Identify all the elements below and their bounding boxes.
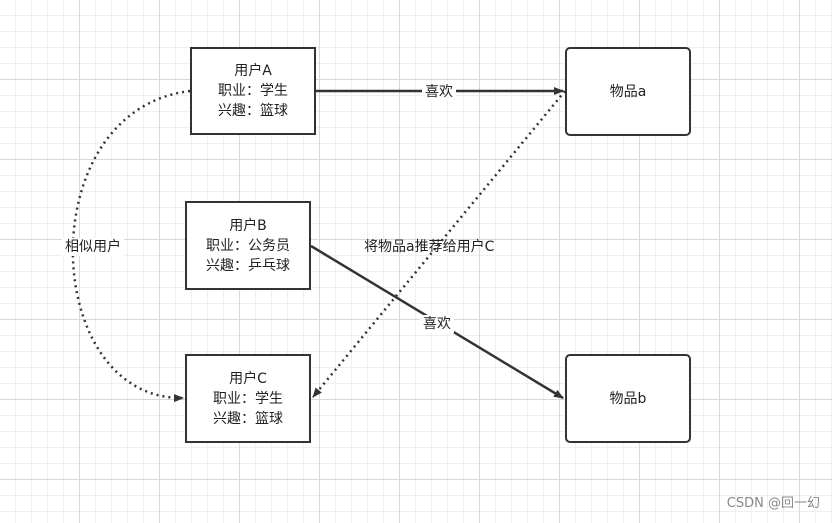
user-b-name: 用户B bbox=[229, 217, 267, 234]
edge-label-a-likes: 喜欢 bbox=[422, 83, 456, 101]
user-a-name: 用户A bbox=[234, 63, 272, 79]
item-b-name: 物品b bbox=[609, 390, 647, 407]
edge-similar-users bbox=[71, 89, 191, 403]
user-node-a[interactable]: 用户A 职业：学生 兴趣：篮球 bbox=[190, 47, 316, 135]
edge-label-recommend: 将物品a推荐给用户C bbox=[364, 239, 495, 255]
user-node-b[interactable]: 用户B 职业：公务员 兴趣：乒乓球 bbox=[185, 201, 311, 290]
watermark: CSDN @回一幻 bbox=[726, 496, 820, 511]
user-c-name: 用户C bbox=[229, 370, 267, 387]
edge-recommend bbox=[312, 90, 566, 398]
item-node-a[interactable]: 物品a bbox=[565, 47, 691, 136]
user-c-interest: 兴趣：篮球 bbox=[213, 410, 283, 427]
edge-label-similar-users: 相似用户 bbox=[62, 238, 124, 256]
item-node-b[interactable]: 物品b bbox=[565, 354, 691, 443]
user-a-interest: 兴趣：篮球 bbox=[218, 103, 288, 119]
user-b-interest: 兴趣：乒乓球 bbox=[206, 257, 290, 274]
user-a-occupation: 职业：学生 bbox=[218, 83, 288, 99]
edge-label-b-likes: 喜欢 bbox=[420, 315, 454, 333]
user-b-occupation: 职业：公务员 bbox=[206, 237, 290, 254]
item-a-name: 物品a bbox=[609, 83, 647, 100]
user-node-c[interactable]: 用户C 职业：学生 兴趣：篮球 bbox=[185, 354, 311, 443]
user-c-occupation: 职业：学生 bbox=[213, 390, 283, 407]
